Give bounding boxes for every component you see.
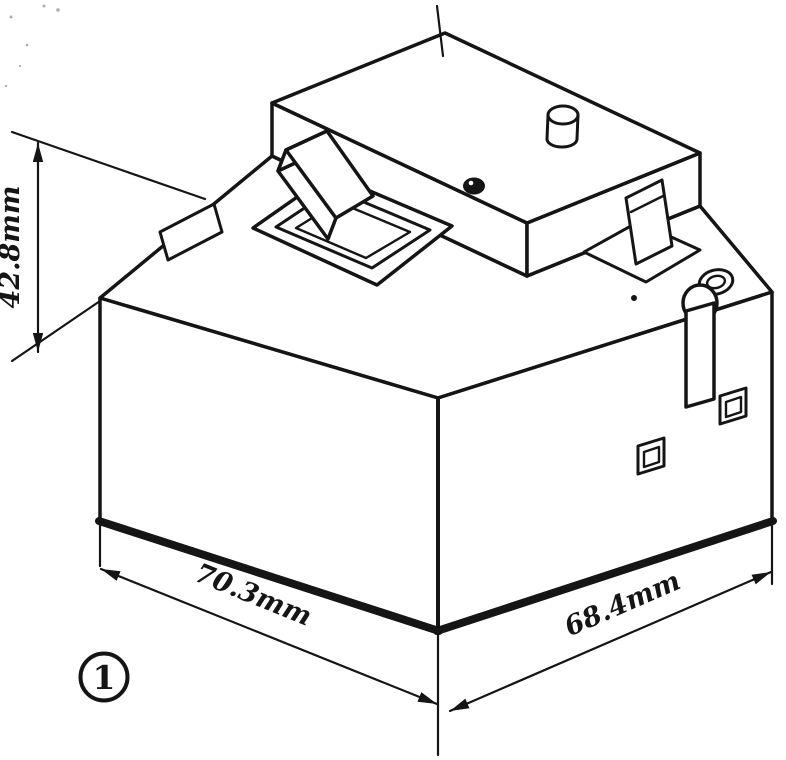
- speck: [18, 64, 22, 68]
- platform-top-face: [270, 31, 702, 225]
- terminal-square-hole-inner: [724, 395, 743, 419]
- top-projection-line: [435, 4, 445, 58]
- mounting-notch: [158, 202, 224, 262]
- terminal-lever-line: [629, 194, 665, 214]
- keyhole-slot: [681, 283, 719, 409]
- speck: [42, 4, 46, 8]
- toggle-switch: [251, 129, 454, 287]
- test-button-dot: [463, 177, 485, 195]
- speck: [56, 8, 60, 12]
- depth-dimension-line: [448, 570, 773, 713]
- figure-marker-number: 1: [93, 658, 116, 697]
- width-dimension-line: [99, 567, 439, 706]
- terminal-square-holes: [636, 386, 748, 476]
- indicator-post: [545, 104, 580, 149]
- terminal-square-hole-inner: [642, 445, 661, 469]
- dot-highlight: [468, 180, 474, 186]
- figure-marker-circle: [78, 651, 130, 703]
- speck: [4, 84, 8, 88]
- post-bottom-arc: [545, 137, 579, 149]
- dot-fill: [463, 177, 485, 195]
- scan-specks: [4, 4, 60, 88]
- terminal-pin-dot: [631, 295, 637, 301]
- figure-marker: 1: [78, 651, 130, 703]
- terminal-lever: [624, 178, 674, 266]
- terminal-round-hole-inner: [705, 274, 727, 290]
- post-top-ellipse: [546, 104, 580, 126]
- height-top-extension-line: [10, 130, 207, 201]
- speck: [9, 15, 13, 19]
- speck: [25, 43, 29, 47]
- height-dimension-label: 42.8mm: [0, 186, 26, 309]
- height-bottom-extension-line: [10, 299, 102, 363]
- toggle-lever-top: [284, 129, 375, 220]
- terminal-area: [582, 178, 735, 301]
- keyhole-channel: [684, 301, 716, 409]
